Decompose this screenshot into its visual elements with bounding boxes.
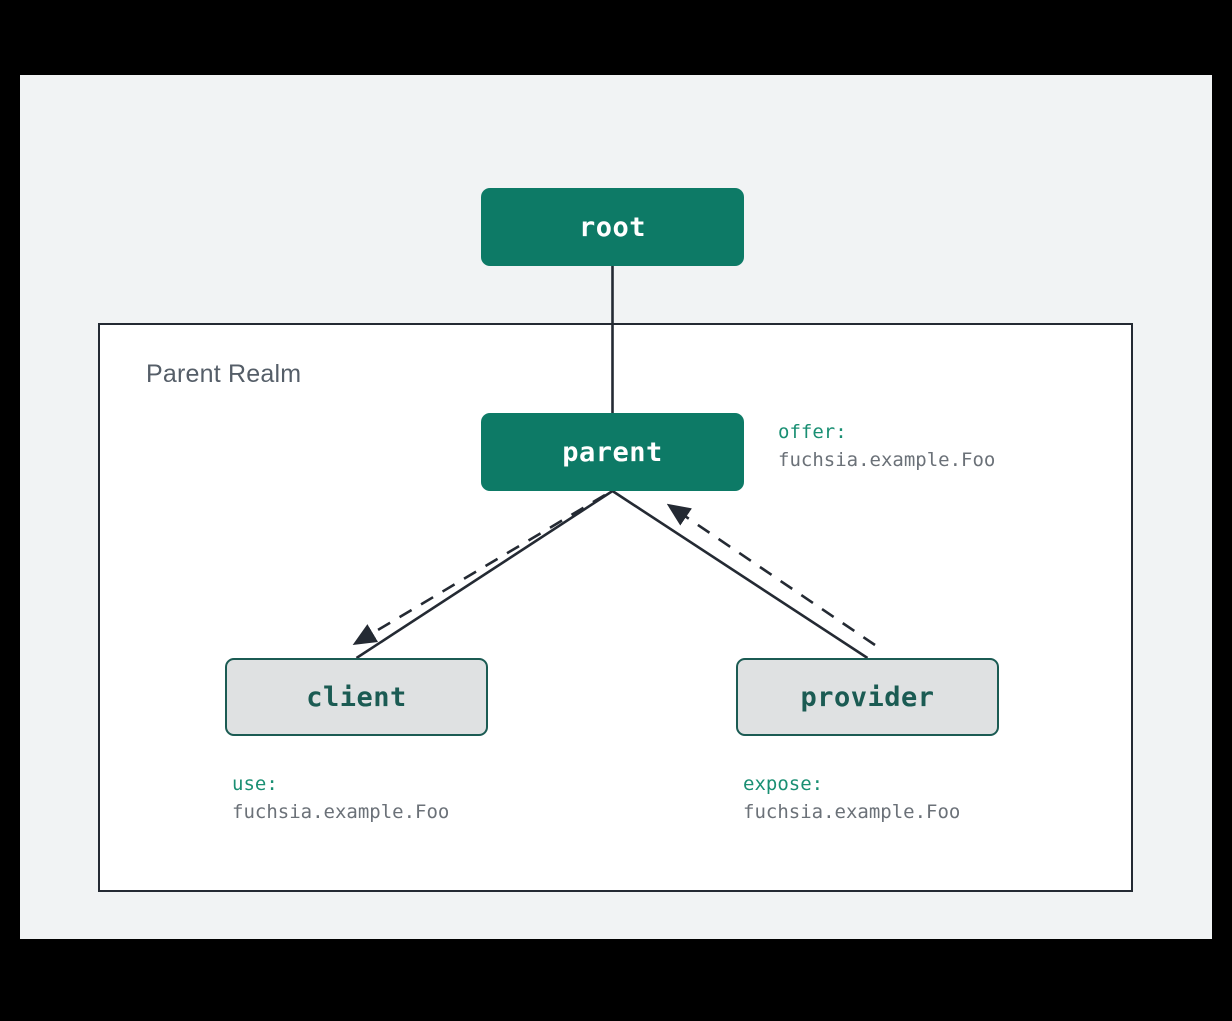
- node-client[interactable]: client: [225, 658, 488, 736]
- annotation-use: use: fuchsia.example.Foo: [232, 770, 449, 826]
- annotation-use-capability: fuchsia.example.Foo: [232, 801, 450, 823]
- annotation-offer: offer: fuchsia.example.Foo: [778, 418, 995, 474]
- annotation-offer-keyword: offer:: [778, 421, 847, 443]
- node-provider[interactable]: provider: [736, 658, 999, 736]
- annotation-offer-capability: fuchsia.example.Foo: [778, 449, 996, 471]
- node-parent[interactable]: parent: [481, 413, 744, 491]
- annotation-expose-capability: fuchsia.example.Foo: [743, 801, 961, 823]
- parent-realm-label: Parent Realm: [146, 360, 302, 388]
- node-root[interactable]: root: [481, 188, 744, 266]
- diagram-canvas: Parent Realm root parent client provider…: [20, 75, 1212, 939]
- annotation-expose: expose: fuchsia.example.Foo: [743, 770, 960, 826]
- annotation-use-keyword: use:: [232, 773, 278, 795]
- annotation-expose-keyword: expose:: [743, 773, 824, 795]
